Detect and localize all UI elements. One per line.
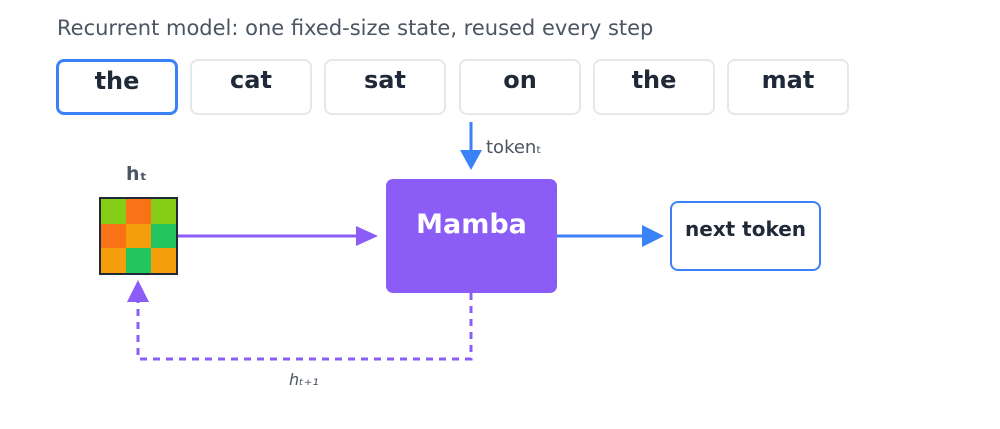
token-box: sat — [324, 59, 446, 115]
state-cell — [101, 223, 126, 249]
token-label: on — [503, 66, 537, 94]
token-box: mat — [727, 59, 849, 115]
state-cell — [101, 248, 126, 273]
token-label: the — [94, 67, 140, 95]
token-box: cat — [190, 59, 312, 115]
token-label: mat — [761, 66, 815, 94]
state-cell — [151, 248, 176, 273]
state-label: hₜ — [126, 163, 147, 185]
state-cell — [101, 199, 126, 224]
state-cell — [151, 223, 176, 249]
next-token-label: next token — [684, 217, 807, 241]
diagram-caption: Recurrent model: one fixed-size state, r… — [57, 16, 654, 40]
token-box: on — [459, 59, 581, 115]
token-box: the — [56, 59, 178, 115]
state-cell — [126, 199, 151, 224]
state-cell — [126, 223, 151, 249]
state-cell — [151, 199, 176, 224]
state-cell — [126, 248, 151, 273]
token-label: sat — [364, 66, 406, 94]
token-box: the — [593, 59, 715, 115]
token-input-arrowhead — [460, 150, 482, 170]
state-input-arrowhead — [356, 226, 378, 246]
recurrence-label: hₜ₊₁ — [289, 370, 319, 389]
state-grid — [99, 197, 178, 275]
token-label: cat — [230, 66, 272, 94]
next-token-box: next token — [670, 201, 821, 271]
token-label: the — [631, 66, 677, 94]
mamba-label: Mamba — [416, 209, 527, 240]
token-input-label: tokenₜ — [486, 137, 542, 158]
recurrence-loop — [136, 293, 473, 361]
mamba-block: Mamba — [386, 179, 557, 293]
recurrence-arrowhead — [127, 280, 149, 302]
output-arrowhead — [642, 225, 664, 247]
